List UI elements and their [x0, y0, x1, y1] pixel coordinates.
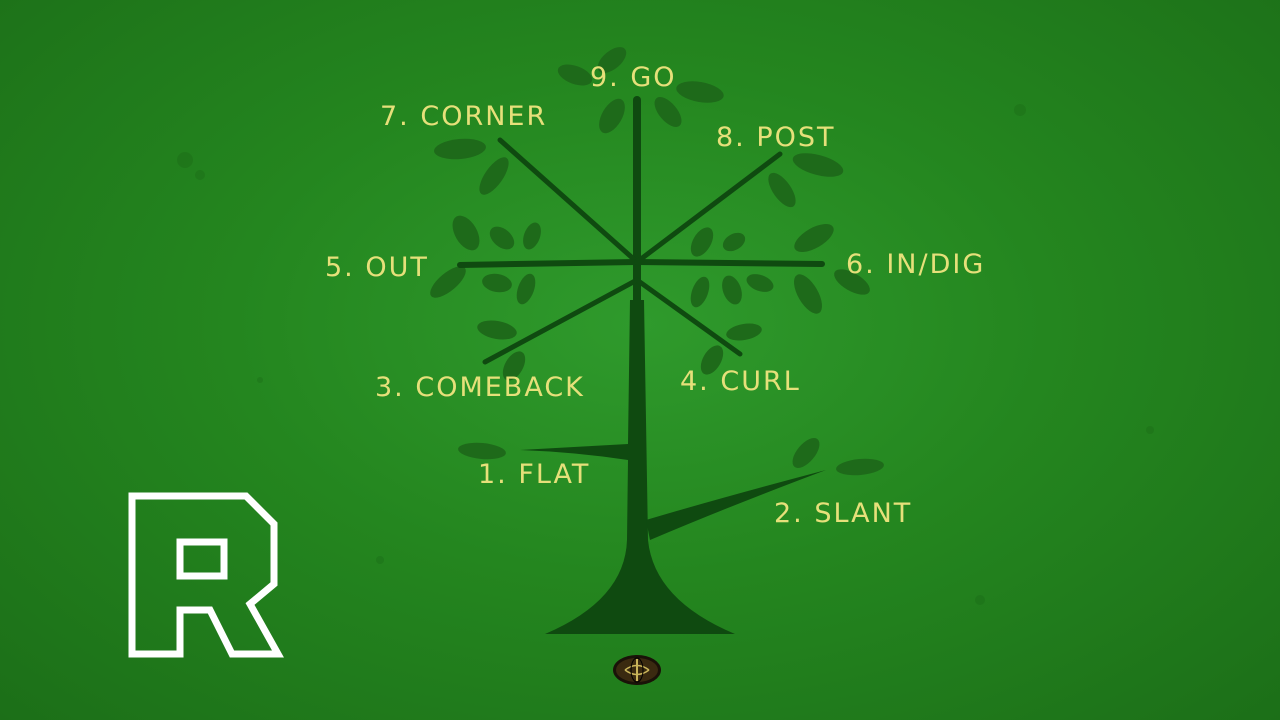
tree-leaves: [430, 47, 884, 476]
tree-trunk: [520, 300, 735, 634]
route-label-post: 8. POST: [716, 122, 836, 153]
route-label-corner: 7. CORNER: [380, 101, 548, 132]
route-label-curl: 4. CURL: [680, 366, 801, 397]
route-label-go: 9. GO: [590, 62, 677, 93]
tree-branches: [457, 96, 825, 444]
r-logo: [128, 492, 284, 658]
route-label-slant: 2. SLANT: [774, 498, 913, 529]
route-label-flat: 1. FLAT: [478, 459, 591, 490]
football-icon: [613, 655, 661, 685]
route-label-out: 5. OUT: [325, 252, 429, 283]
route-label-in-dig: 6. IN/DIG: [846, 249, 986, 280]
slant-branch: [646, 470, 826, 540]
route-label-comeback: 3. COMEBACK: [375, 372, 585, 403]
